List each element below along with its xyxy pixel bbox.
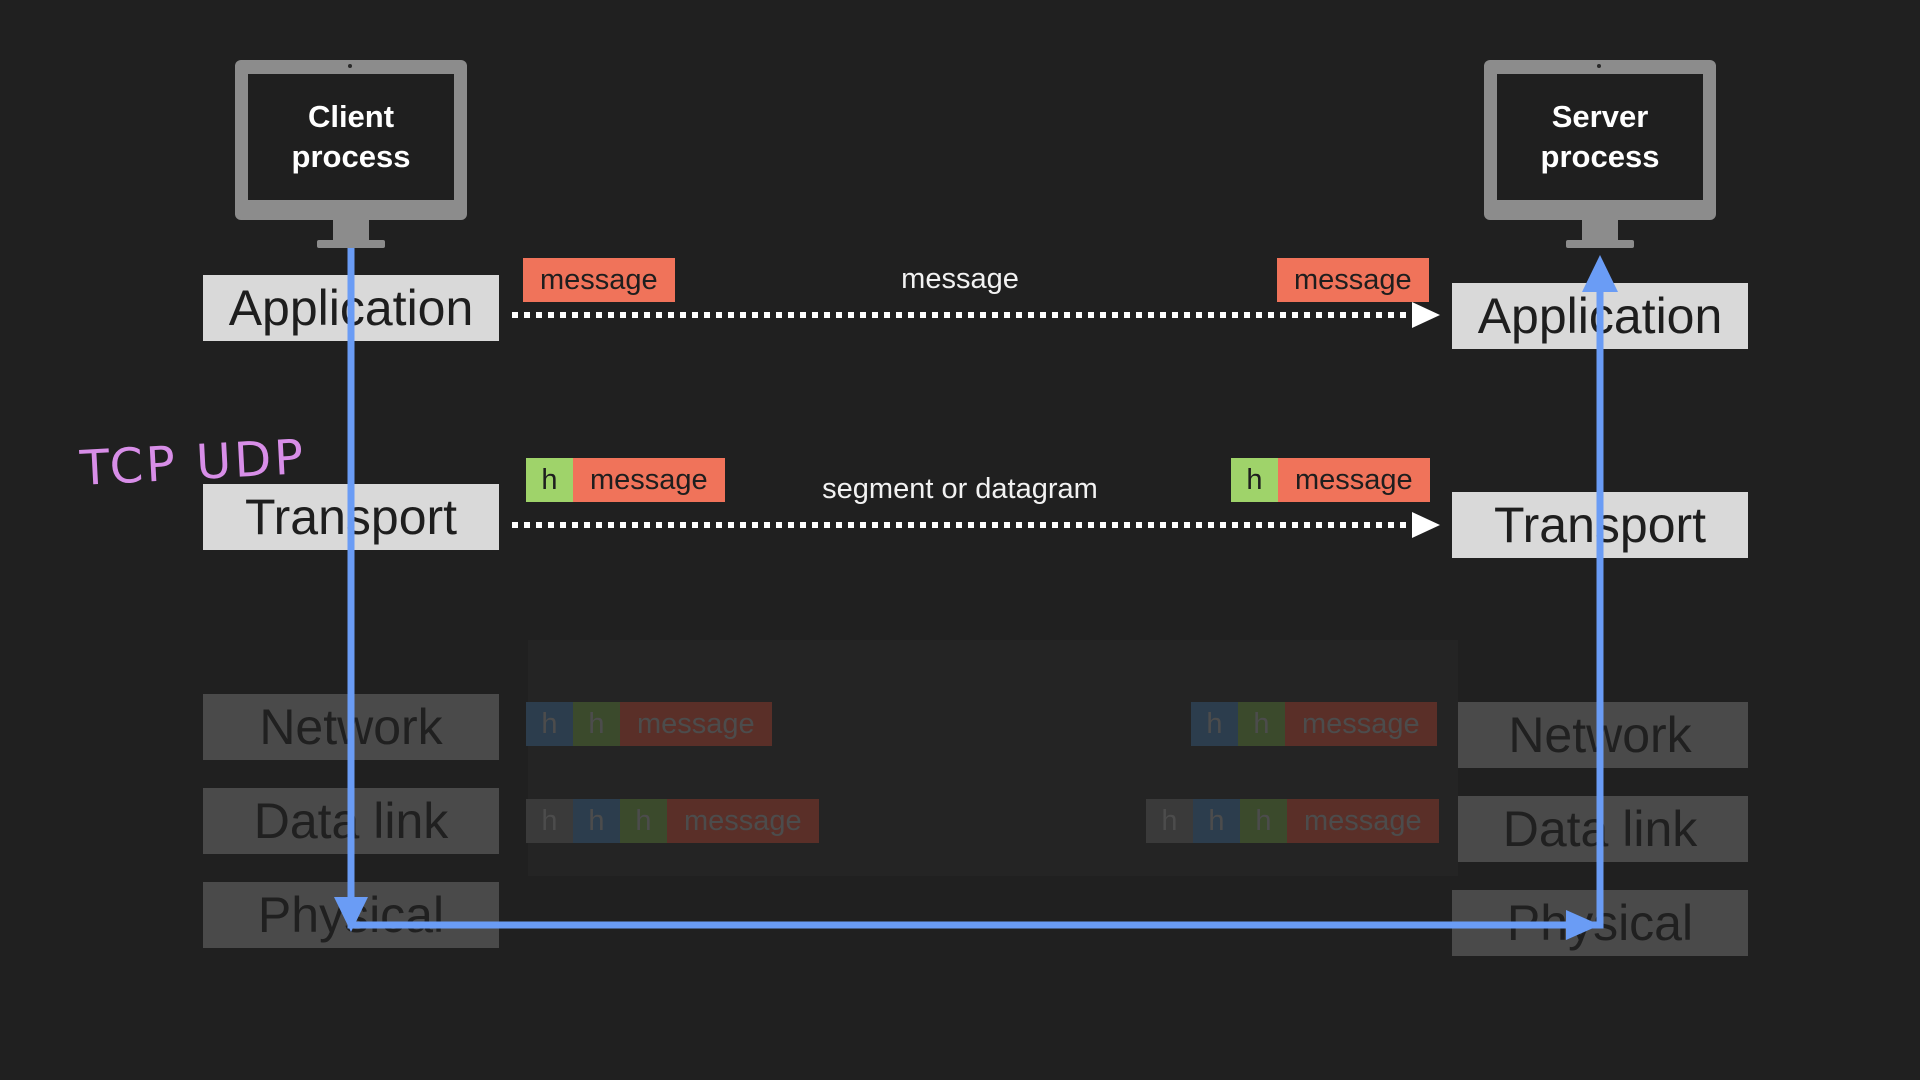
server-monitor-stand (1582, 220, 1618, 242)
up-arrowhead (1582, 255, 1618, 292)
message-cell: message (523, 258, 675, 302)
server-network-packet: h h message (1191, 702, 1437, 746)
server-transport-packet: h message (1231, 458, 1430, 502)
server-monitor-base (1566, 240, 1634, 248)
application-link-label: message (901, 263, 1019, 295)
client-datalink-frame: h h h message (526, 799, 819, 843)
transport-header-cell: h (573, 702, 620, 746)
client-monitor-frame: Client process (235, 60, 467, 220)
client-screen: Client process (248, 74, 454, 200)
message-cell: message (1287, 799, 1439, 843)
down-arrowhead (334, 897, 368, 932)
network-header-cell: h (526, 702, 573, 746)
application-arrowhead (1412, 302, 1440, 328)
message-cell: message (1285, 702, 1437, 746)
server-computer: Server process (1484, 60, 1716, 260)
network-header-cell: h (1193, 799, 1240, 843)
client-application-packet: message (523, 258, 675, 302)
client-transport-packet: h message (526, 458, 725, 502)
server-application-packet: message (1277, 258, 1429, 302)
message-cell: message (667, 799, 819, 843)
message-cell: message (620, 702, 772, 746)
link-header-cell: h (526, 799, 573, 843)
network-header-cell: h (1191, 702, 1238, 746)
transport-header-cell: h (620, 799, 667, 843)
server-camera-dot (1597, 64, 1601, 68)
transport-header-cell: h (526, 458, 573, 502)
data-flow-path (347, 248, 1604, 929)
client-process-label: Client process (291, 99, 411, 174)
link-header-cell: h (1146, 799, 1193, 843)
client-camera-dot (348, 64, 352, 68)
transport-link-label: segment or datagram (822, 473, 1098, 505)
tcp-udp-annotation: TCP UDP (78, 429, 308, 497)
transport-header-cell: h (1240, 799, 1287, 843)
client-monitor-stand (333, 220, 369, 242)
message-cell: message (573, 458, 725, 502)
client-monitor-base (317, 240, 385, 248)
server-datalink-frame: h h h message (1146, 799, 1439, 843)
server-monitor-frame: Server process (1484, 60, 1716, 220)
client-network-packet: h h message (526, 702, 772, 746)
transport-header-cell: h (1238, 702, 1285, 746)
message-cell: message (1278, 458, 1430, 502)
server-screen: Server process (1497, 74, 1703, 200)
transport-header-cell: h (1231, 458, 1278, 502)
message-cell: message (1277, 258, 1429, 302)
client-computer: Client process (235, 60, 467, 260)
transport-arrowhead (1412, 512, 1440, 538)
right-arrowhead (1566, 910, 1600, 940)
server-process-label: Server process (1540, 99, 1660, 174)
network-header-cell: h (573, 799, 620, 843)
